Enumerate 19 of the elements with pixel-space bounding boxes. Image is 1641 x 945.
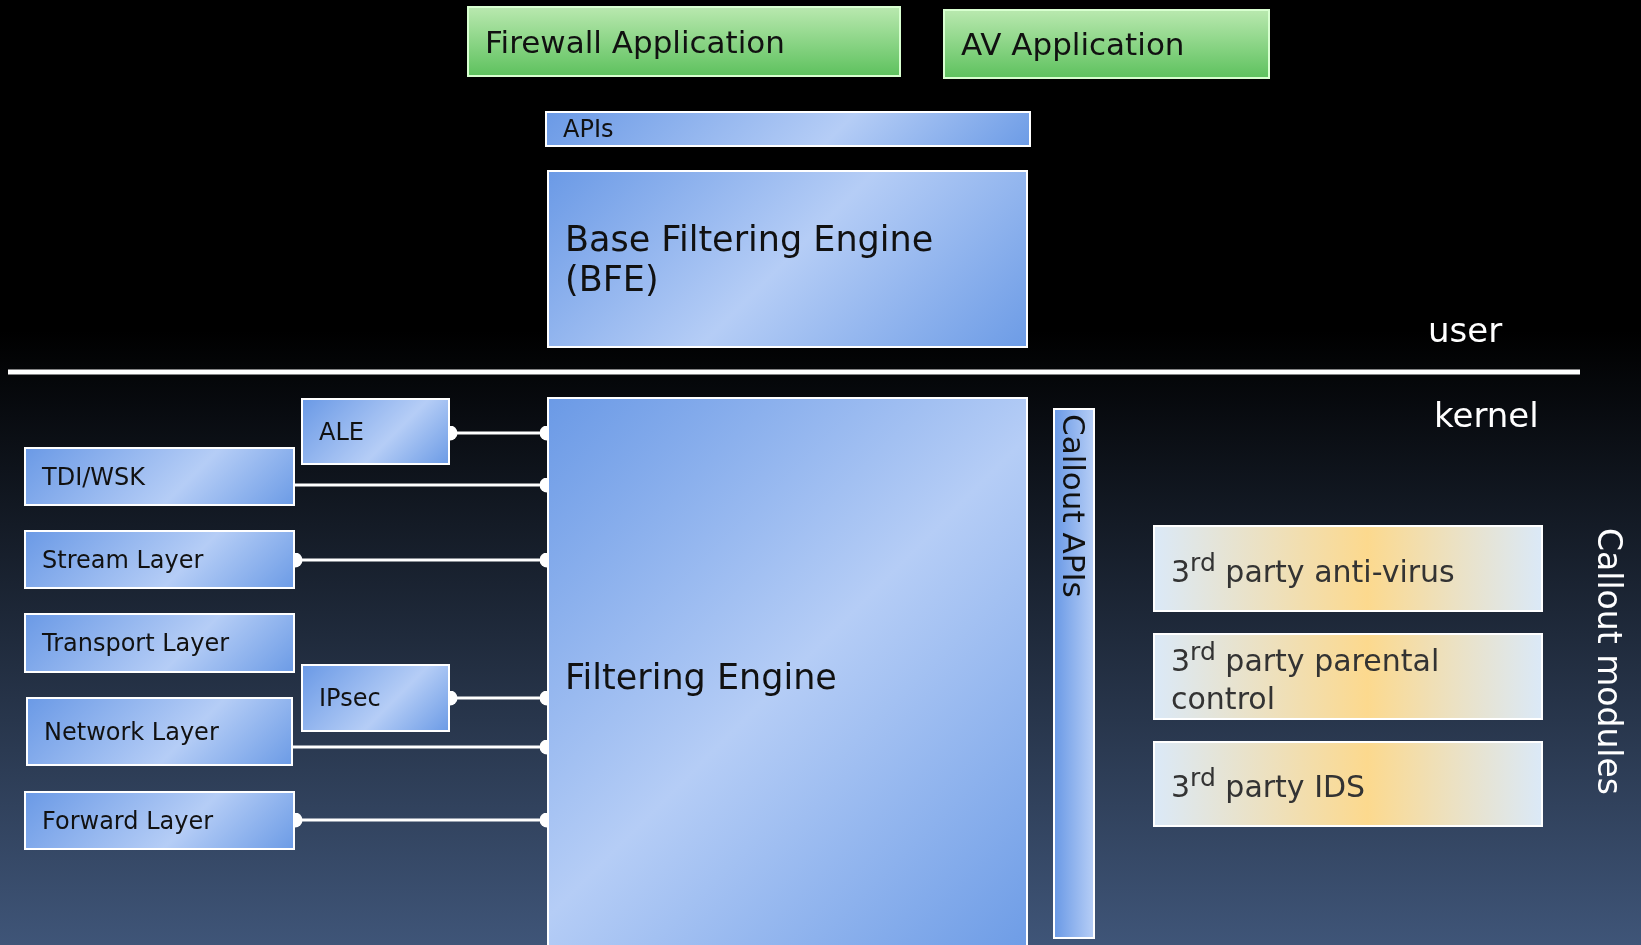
engine-box: Filtering Engine xyxy=(547,397,1028,945)
layer-box: Forward Layer xyxy=(24,791,295,850)
region-label: user xyxy=(1428,310,1503,350)
layer-box: Transport Layer xyxy=(24,613,295,673)
group-label: Callout modules xyxy=(1590,528,1629,795)
module-box: 3$^{rd}$ party parental control xyxy=(1153,633,1543,720)
engine-box: Base Filtering Engine (BFE) xyxy=(547,170,1028,348)
module-box: 3$^{rd}$ party IDS xyxy=(1153,741,1543,827)
application-box: AV Application xyxy=(943,9,1270,79)
layer-box: Network Layer xyxy=(26,697,293,766)
layer-box: APIs xyxy=(545,111,1031,147)
layer-box: Stream Layer xyxy=(24,530,295,589)
layer-box: IPsec xyxy=(301,664,450,732)
layer-box: ALE xyxy=(301,398,450,465)
api-bar: Callout APIs xyxy=(1053,408,1095,939)
layer-box: TDI/WSK xyxy=(24,447,295,506)
module-box: 3$^{rd}$ party anti-virus xyxy=(1153,525,1543,612)
application-box: Firewall Application xyxy=(467,6,901,77)
region-label: kernel xyxy=(1434,395,1539,435)
